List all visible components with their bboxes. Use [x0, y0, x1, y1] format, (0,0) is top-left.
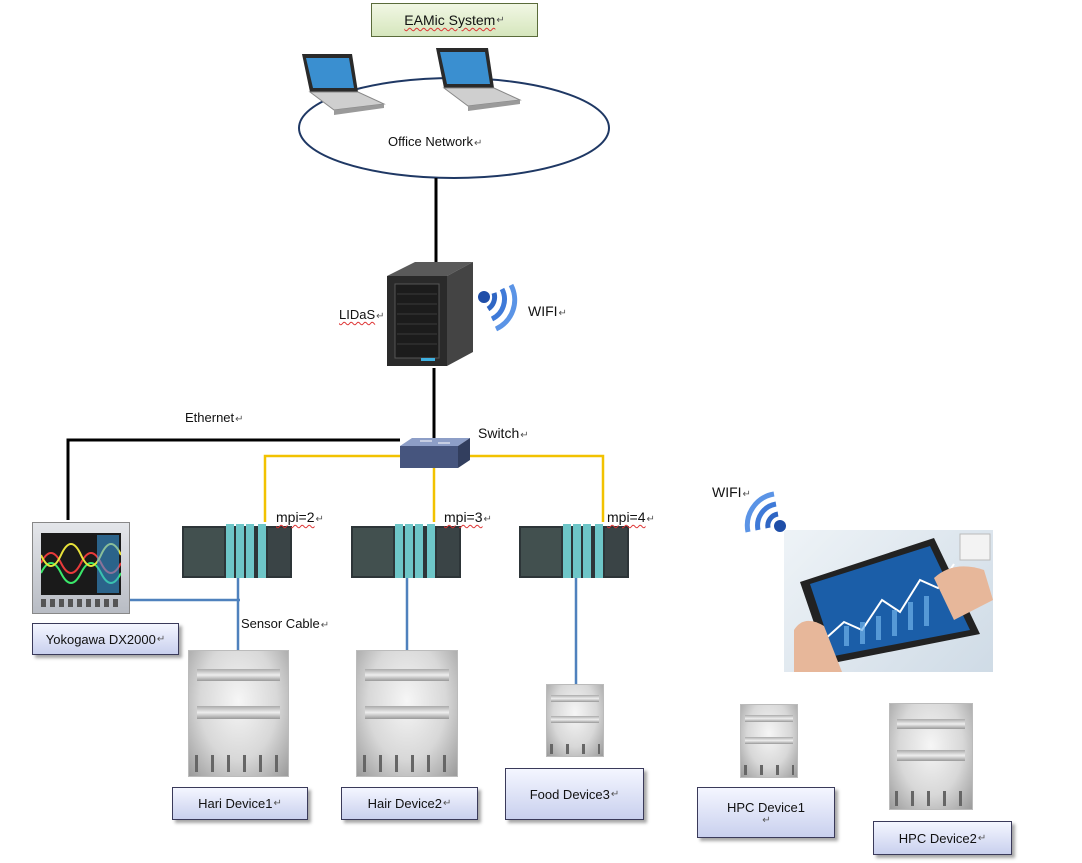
device-2-label-box: Hair Device2↵	[341, 787, 478, 820]
device-5-label-box: HPC Device2↵	[873, 821, 1012, 855]
plc-3-label: mpi=4↵	[607, 509, 655, 525]
tablet-image	[784, 530, 993, 672]
laptop-icon	[436, 48, 522, 111]
switch-label: Switch↵	[478, 425, 529, 441]
plc-module-2	[351, 520, 461, 580]
server-icon	[387, 262, 473, 366]
system-title: EAMic System	[404, 12, 496, 28]
wifi-icon	[478, 283, 518, 332]
plc-module-1	[182, 520, 292, 580]
recorder-screen	[41, 533, 121, 595]
ethernet-label: Ethernet↵	[185, 410, 244, 425]
mixer-device-image	[546, 684, 604, 757]
system-title-box: EAMic System↵	[371, 3, 538, 37]
server-wifi-label: WIFI↵	[528, 303, 567, 319]
tablet-wifi-label: WIFI↵	[712, 484, 751, 500]
device-4-label-box: HPC Device1↵	[697, 787, 835, 838]
sensor-cable-label: Sensor Cable↵	[241, 616, 330, 631]
mixer-device-image	[740, 704, 798, 778]
plc-1-label: mpi=2↵	[276, 509, 324, 525]
mixer-device-image	[188, 650, 289, 777]
mixer-device-image	[356, 650, 458, 777]
plc-2-label: mpi=3↵	[444, 509, 492, 525]
laptop-icon	[302, 54, 386, 115]
device-3-label-box: Food Device3↵	[505, 768, 644, 820]
office-network-label: Office Network↵	[388, 134, 483, 149]
recorder-device	[32, 522, 130, 614]
switch-icon	[400, 438, 470, 468]
device-1-label-box: Hari Device1↵	[172, 787, 308, 820]
ethernet-line-recorder	[66, 438, 400, 520]
plc-module-3	[519, 520, 629, 580]
server-label: LIDaS↵	[339, 307, 385, 322]
mixer-device-image	[889, 703, 973, 810]
wifi-icon	[744, 491, 786, 533]
mpi-line-left	[263, 454, 400, 522]
mpi-line-right	[470, 454, 605, 522]
recorder-label-box: Yokogawa DX2000↵	[32, 623, 179, 655]
